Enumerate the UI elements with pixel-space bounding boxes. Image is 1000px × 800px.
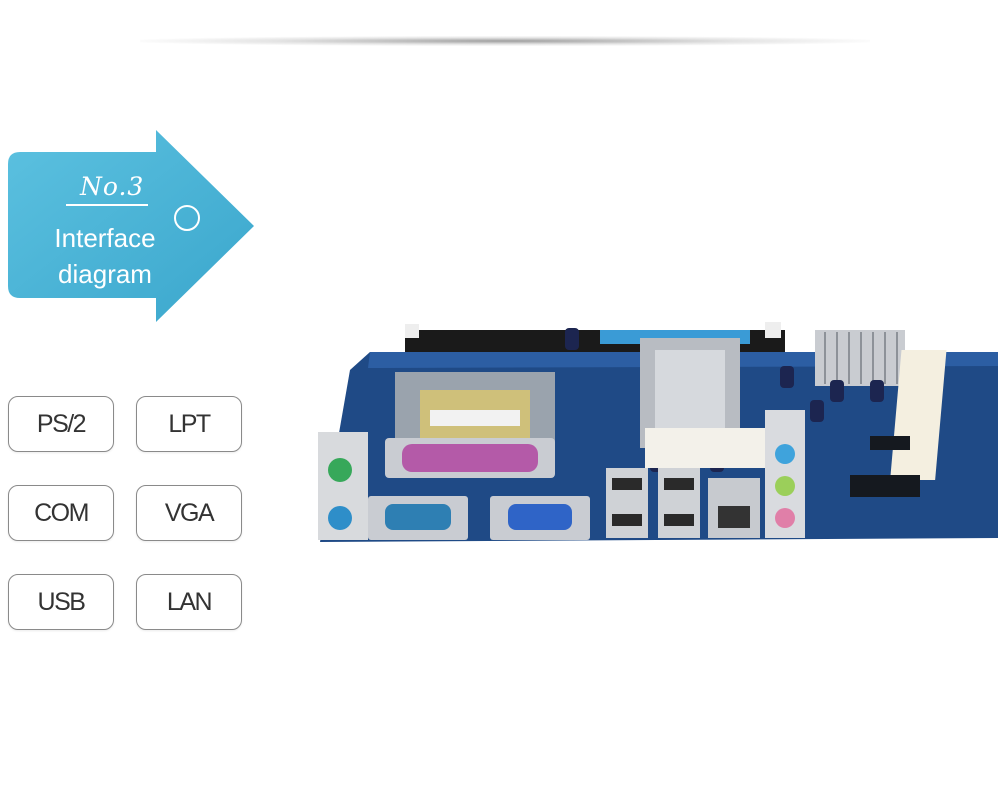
port-button-ps2[interactable]: PS/2	[8, 396, 114, 452]
badge-number: No.3	[80, 172, 145, 201]
port-button-lpt[interactable]: LPT	[136, 396, 242, 452]
port-button-vga[interactable]: VGA	[136, 485, 242, 541]
badge-title-line1: Interface	[54, 223, 156, 253]
port-button-com[interactable]: COM	[8, 485, 114, 541]
motherboard-image	[318, 322, 998, 542]
badge-title-line2: diagram	[58, 259, 152, 289]
person-icon	[8, 129, 33, 152]
port-button-lan[interactable]: LAN	[136, 574, 242, 630]
section-badge: No.3 Interface diagram	[8, 128, 258, 324]
arrow-shape	[8, 130, 254, 322]
badge-underline	[66, 204, 148, 206]
port-button-usb[interactable]: USB	[8, 574, 114, 630]
circle-icon	[174, 205, 200, 231]
badge-title: Interface diagram	[40, 220, 170, 292]
top-shadow-divider	[140, 36, 870, 46]
